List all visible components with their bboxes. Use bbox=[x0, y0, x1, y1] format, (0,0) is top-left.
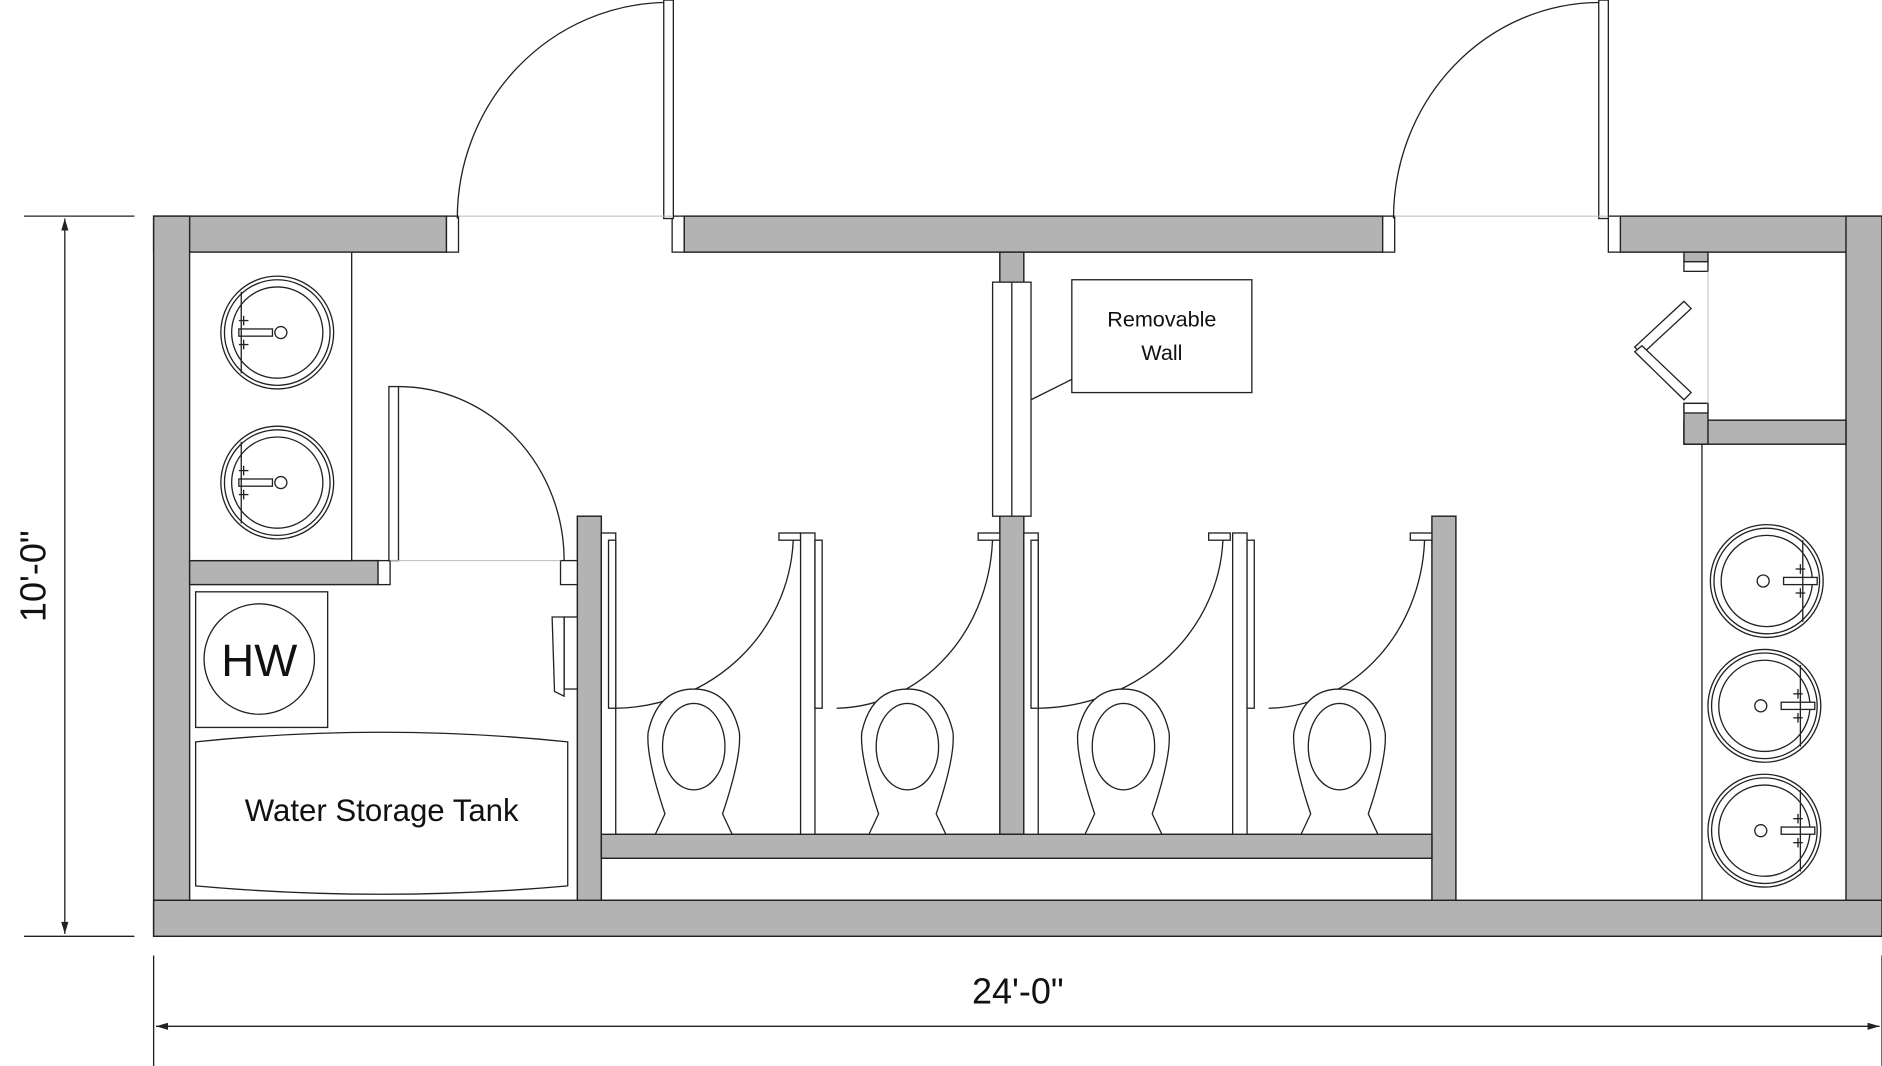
water-heater: HW bbox=[194, 591, 329, 729]
toilet-stall-3 bbox=[1023, 532, 1231, 835]
vent-fixture bbox=[551, 616, 578, 698]
sink bbox=[220, 275, 335, 390]
interior-walls bbox=[188, 251, 1847, 901]
toilet bbox=[1292, 688, 1387, 835]
toilet-stall-2 bbox=[799, 532, 1001, 835]
toilet-stall-1 bbox=[600, 532, 802, 835]
sink bbox=[1709, 523, 1824, 639]
exterior-walls bbox=[152, 215, 1882, 938]
toilet-stall-4 bbox=[1232, 532, 1433, 835]
sink bbox=[220, 425, 335, 540]
closet-bifold-door[interactable] bbox=[1633, 271, 1709, 404]
entrance-door-left[interactable] bbox=[445, 0, 685, 253]
toilet bbox=[860, 688, 954, 835]
utility-door[interactable] bbox=[377, 385, 578, 586]
toilet bbox=[1076, 688, 1170, 835]
toilet bbox=[647, 688, 741, 835]
removable-wall-label: Removable bbox=[1107, 307, 1216, 332]
sink bbox=[1707, 648, 1822, 763]
height-dimension: 10'-0" bbox=[13, 215, 135, 937]
width-dimension: 24'-0" bbox=[152, 955, 1882, 1066]
toilet-stalls bbox=[600, 532, 1433, 835]
sinks bbox=[220, 275, 1824, 888]
sink bbox=[1707, 773, 1822, 888]
removable-wall: Removable Wall bbox=[991, 279, 1253, 517]
width-label: 24'-0" bbox=[972, 971, 1064, 1012]
water-tank-label: Water Storage Tank bbox=[245, 793, 519, 828]
water-heater-label: HW bbox=[221, 635, 297, 686]
removable-wall-label-2: Wall bbox=[1141, 340, 1182, 365]
entrance-door-right[interactable] bbox=[1382, 0, 1622, 253]
water-storage-tank: Water Storage Tank bbox=[194, 731, 569, 895]
height-label: 10'-0" bbox=[13, 530, 54, 622]
